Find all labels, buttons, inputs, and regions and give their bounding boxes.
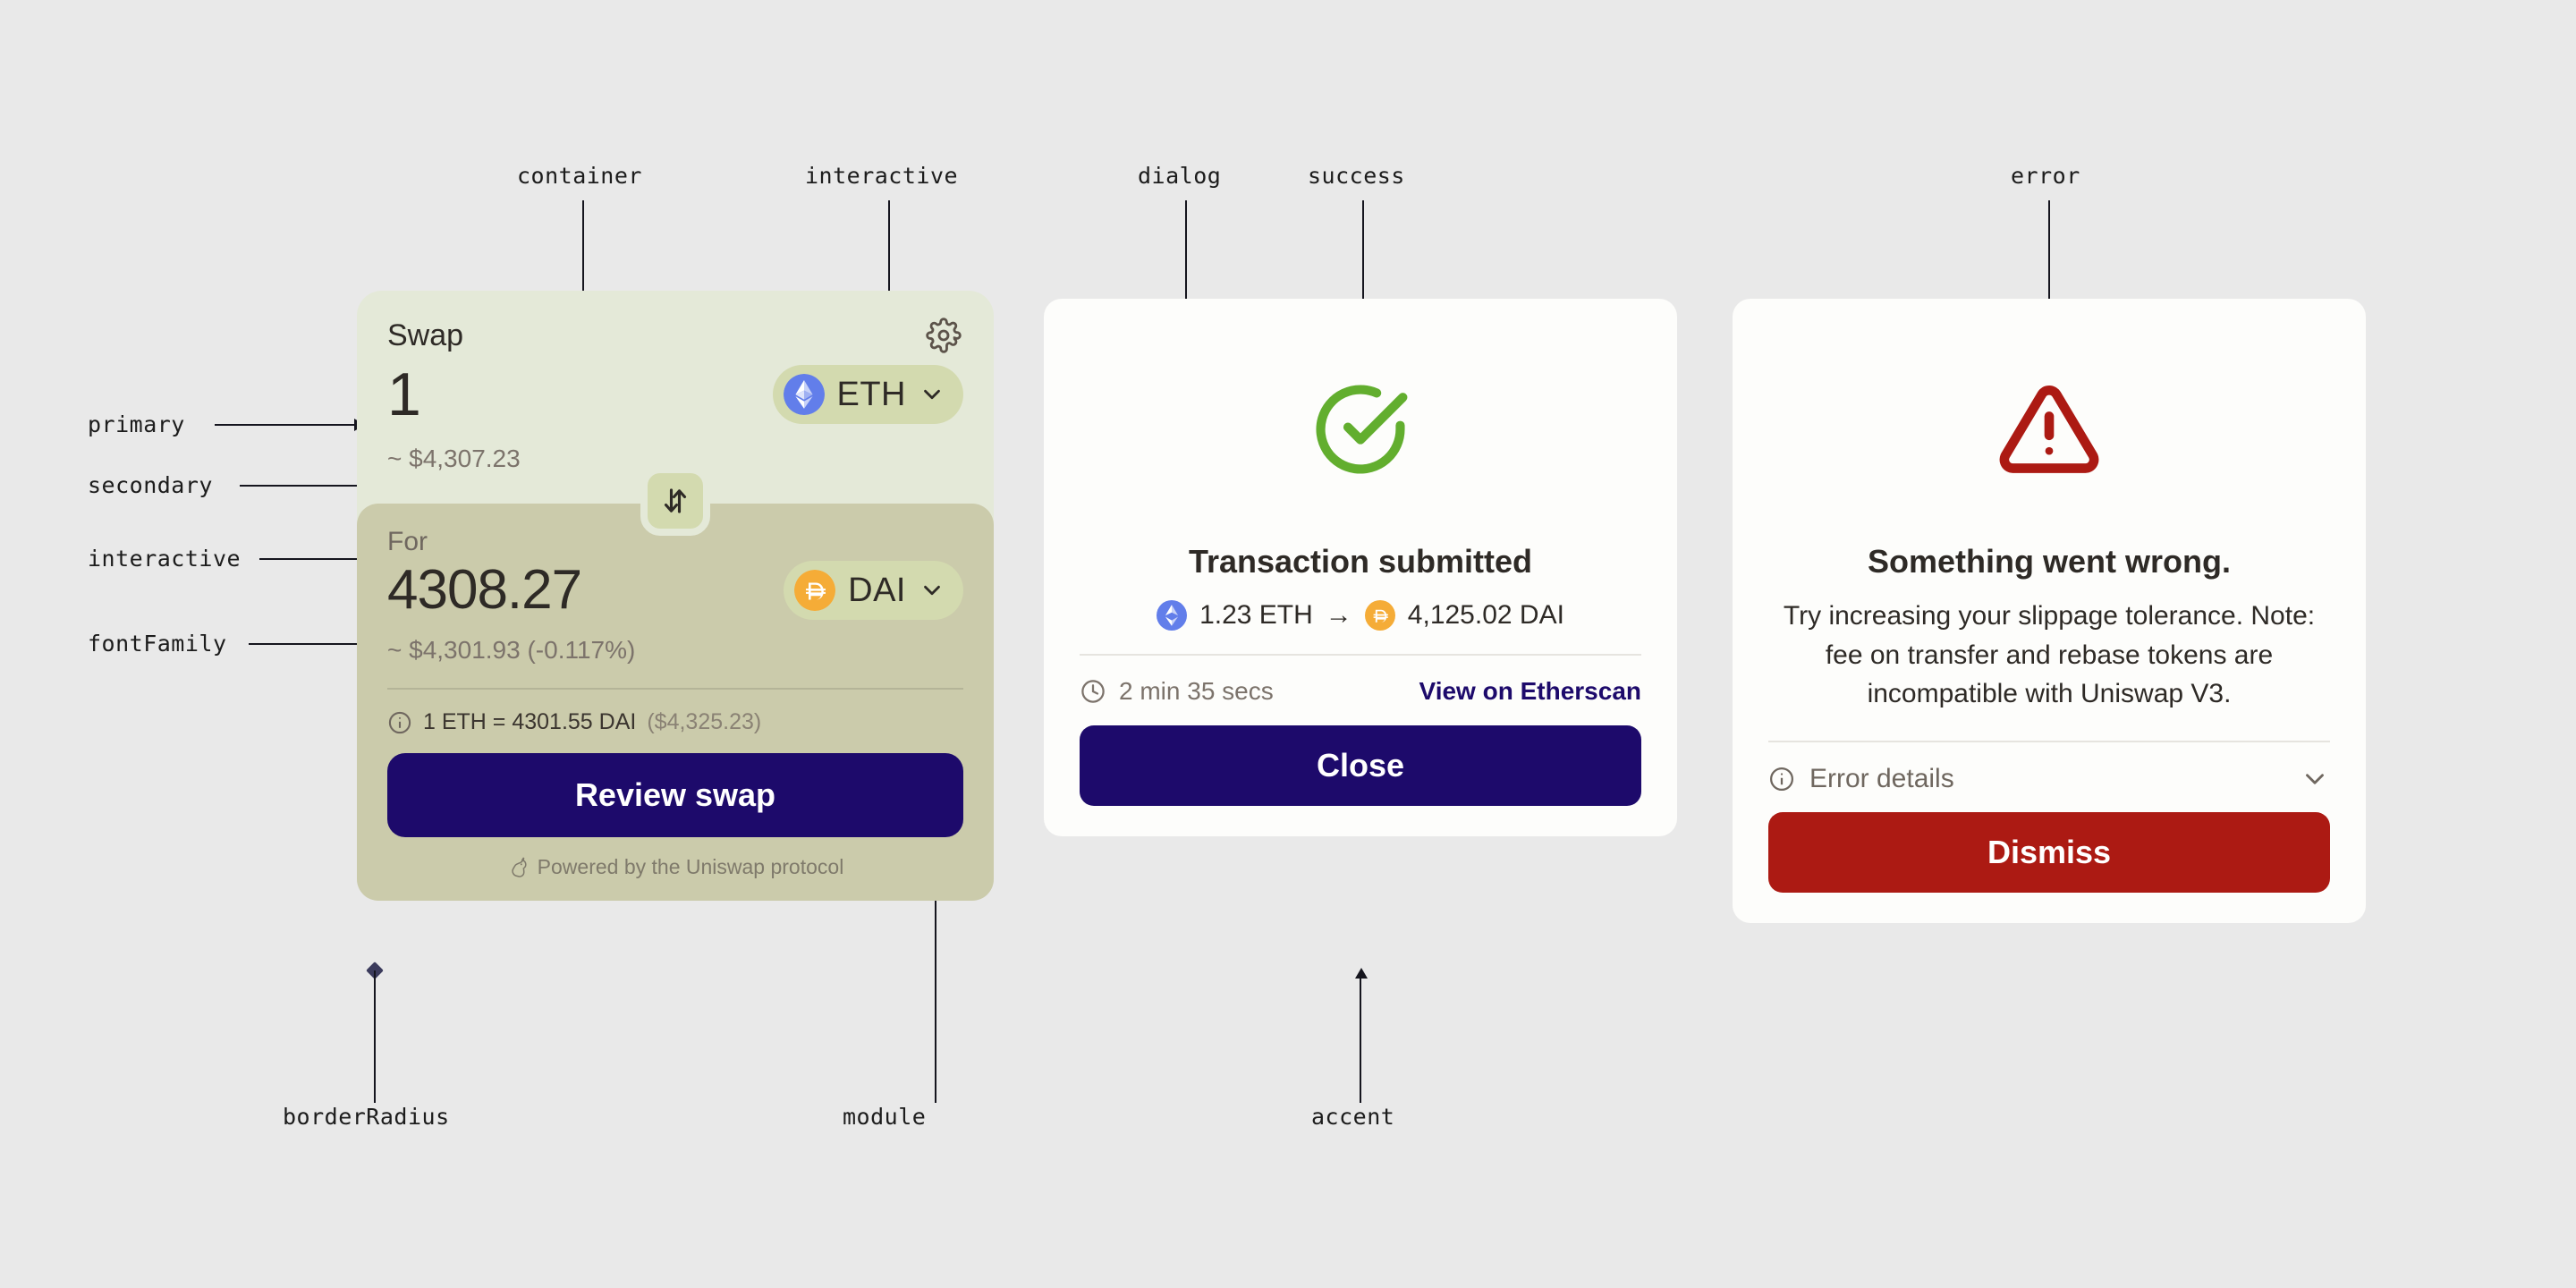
annotation-arrow-accent <box>1355 968 1368 979</box>
exchange-rate-row[interactable]: 1 ETH = 4301.55 DAI ($4,325.23) <box>387 690 963 753</box>
annotation-success: success <box>1308 163 1405 189</box>
annotation-secondary: secondary <box>88 472 213 498</box>
receive-module: For 4308.27 DAI ~ $4,301.93 (-0.117%) <box>357 466 994 901</box>
annotation-container: container <box>517 163 642 189</box>
info-icon <box>388 711 411 733</box>
annotation-interactive-top: interactive <box>805 163 959 189</box>
divider <box>1080 654 1641 656</box>
annotation-borderradius: borderRadius <box>283 1104 450 1130</box>
arrow-right-icon: → <box>1325 600 1352 630</box>
ethereum-icon <box>783 374 825 415</box>
annotation-fontfamily: fontFamily <box>88 631 227 657</box>
annotation-module: module <box>843 1104 927 1130</box>
token-symbol: DAI <box>848 571 906 609</box>
view-on-etherscan-link[interactable]: View on Etherscan <box>1419 677 1641 705</box>
pay-field: 1 ETH ~ $4,307.23 <box>357 359 994 504</box>
annotation-leader-borderradius <box>374 970 376 1103</box>
divider <box>1768 740 2330 742</box>
dialog-title: Transaction submitted <box>1188 543 1533 580</box>
powered-by-footer: Powered by the Uniswap protocol <box>387 855 963 879</box>
annotation-accent: accent <box>1311 1104 1395 1130</box>
chevron-down-icon <box>2306 773 2324 784</box>
warning-triangle-icon <box>1997 377 2101 486</box>
swap-direction-icon[interactable] <box>640 466 710 536</box>
annotation-leader-container <box>582 200 584 351</box>
annotation-dialog: dialog <box>1138 163 1222 189</box>
receive-usd-value: ~ $4,301.93 (-0.117%) <box>387 636 636 664</box>
swap-summary: 1.23 ETH → 4,125.02 DAI <box>1157 600 1564 631</box>
close-button[interactable]: Close <box>1080 725 1641 806</box>
error-details-toggle[interactable]: Error details <box>1768 742 2330 812</box>
annotation-error: error <box>2011 163 2080 189</box>
annotation-leader-dialog <box>1185 200 1187 336</box>
elapsed-time: 2 min 35 secs <box>1080 677 1274 706</box>
exchange-rate-usd: ($4,325.23) <box>647 709 762 734</box>
token-selector-eth[interactable]: ETH <box>772 365 963 424</box>
chevron-down-icon <box>924 389 940 400</box>
annotation-primary: primary <box>88 411 185 437</box>
unicorn-icon <box>512 857 527 877</box>
ethereum-icon <box>1157 600 1188 631</box>
clock-icon <box>1081 680 1105 703</box>
success-check-icon <box>1309 377 1412 486</box>
annotation-leader-secondary <box>240 485 362 487</box>
annotation-leader-fontfamily <box>249 643 374 645</box>
pay-usd-value: ~ $4,307.23 <box>387 445 521 472</box>
chevron-down-icon <box>924 585 940 596</box>
token-symbol: ETH <box>836 375 906 413</box>
swap-to-amount: 4,125.02 DAI <box>1407 600 1564 630</box>
token-selector-dai[interactable]: DAI <box>784 561 963 620</box>
swap-header: Swap <box>357 291 994 359</box>
review-swap-button[interactable]: Review swap <box>387 753 963 837</box>
annotation-leader-primary <box>215 424 358 426</box>
annotation-leader-accent <box>1360 978 1361 1103</box>
error-dialog: Something went wrong. Try increasing you… <box>1733 299 2366 923</box>
error-details-label: Error details <box>1809 763 1954 793</box>
info-icon <box>1770 767 1793 791</box>
transaction-meta-row: 2 min 35 secs View on Etherscan <box>1080 656 1641 725</box>
page-title: Swap <box>387 318 464 352</box>
dai-icon <box>1364 600 1395 631</box>
dai-icon <box>794 570 836 611</box>
receive-label: For <box>387 527 428 556</box>
swap-from-amount: 1.23 ETH <box>1199 600 1313 630</box>
dismiss-button[interactable]: Dismiss <box>1768 811 2330 893</box>
transaction-submitted-dialog: Transaction submitted 1.23 ETH → 4,125.0… <box>1044 299 1677 836</box>
elapsed-time-text: 2 min 35 secs <box>1119 677 1274 705</box>
pay-amount-input[interactable]: 1 <box>387 360 421 428</box>
powered-by-text: Powered by the Uniswap protocol <box>537 855 844 878</box>
divider <box>387 688 963 690</box>
receive-amount[interactable]: 4308.27 <box>387 559 582 621</box>
dialog-title: Something went wrong. <box>1868 543 2231 580</box>
exchange-rate-text: 1 ETH = 4301.55 DAI <box>423 709 637 734</box>
annotation-interactive-left: interactive <box>88 546 242 572</box>
annotation-leader-module <box>935 788 936 1103</box>
error-message: Try increasing your slippage tolerance. … <box>1783 601 2316 708</box>
swap-container: Swap 1 <box>357 291 994 901</box>
gear-icon[interactable] <box>924 316 963 355</box>
